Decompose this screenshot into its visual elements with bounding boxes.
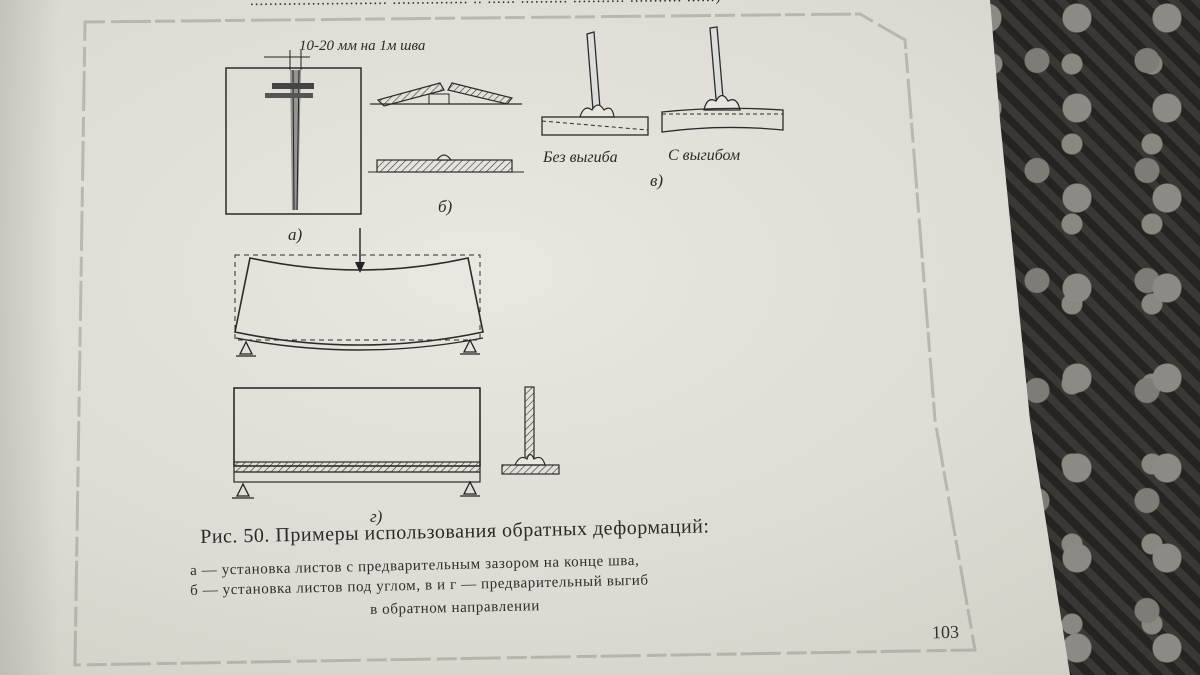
pencil-frame xyxy=(73,12,977,667)
label-b: б) xyxy=(438,197,453,216)
label-a: а) xyxy=(288,225,303,244)
page-number: 103 xyxy=(931,621,960,643)
label-v: в) xyxy=(650,171,663,190)
label-without-bend: Без выгиба xyxy=(542,149,618,166)
diagram-b-plates-at-angle: б) xyxy=(368,82,524,216)
dimension-label: 10-20 мм на 1м шва xyxy=(299,38,425,54)
diagram-v-t-joints: Без выгиба С выгибом в) xyxy=(541,26,784,190)
diagram-a-plates-with-gap: 10-20 мм на 1м шва а) xyxy=(225,38,425,244)
diagram-g-prebent-beam: г) xyxy=(232,228,560,526)
label-g: г) xyxy=(370,507,383,526)
label-with-bend: С выгибом xyxy=(668,147,740,164)
page-gutter-shadow xyxy=(0,0,60,675)
